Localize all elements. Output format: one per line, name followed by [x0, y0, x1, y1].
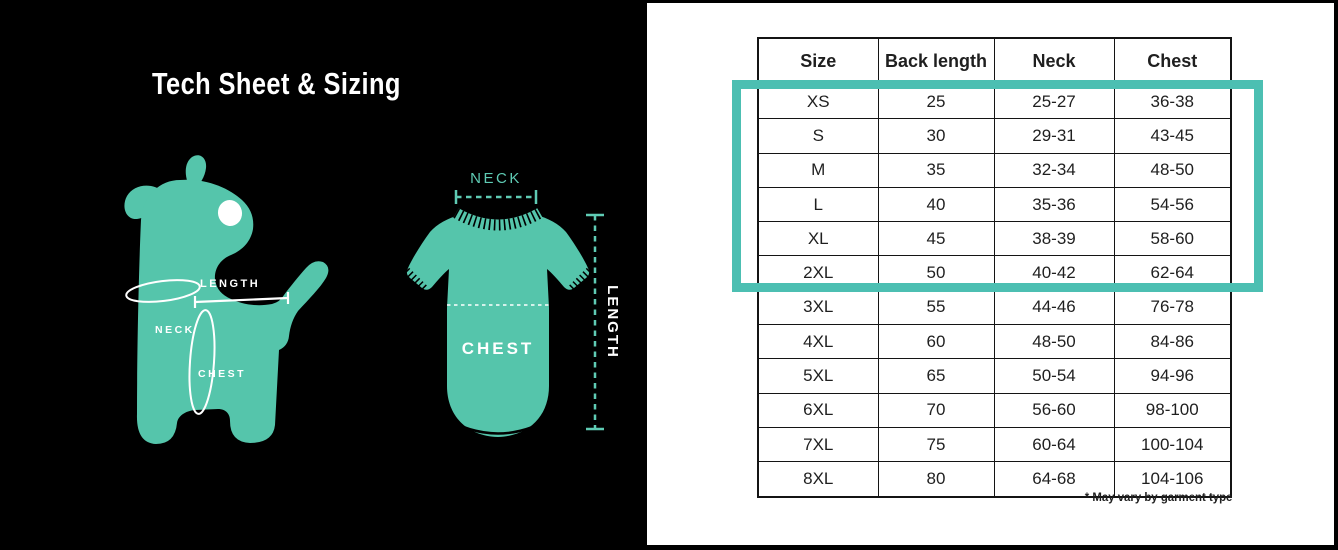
dog-neck-label: NECK	[155, 324, 195, 336]
table-cell: 94-96	[1113, 358, 1232, 394]
column-header-size: Size	[757, 37, 879, 85]
table-cell: 48-50	[993, 324, 1115, 360]
table-cell: 58-60	[1113, 221, 1232, 257]
table-cell: XL	[757, 221, 879, 257]
table-cell: 40	[877, 186, 995, 223]
table-cell: 60	[877, 324, 995, 360]
shirt-hem-line	[440, 414, 556, 435]
left-panel: Tech Sheet & Sizing LENGTH NECK CHEST	[0, 0, 647, 550]
page-title: Tech Sheet & Sizing	[152, 66, 401, 101]
table-cell: 104-106	[1113, 461, 1232, 498]
size-table-header: Size Back length Neck Chest	[757, 37, 1232, 85]
table-cell: 44-46	[993, 289, 1115, 326]
shirt-length-measure-line	[586, 213, 604, 431]
shirt-collar-ribbing-icon	[453, 208, 543, 231]
table-cell: 50	[877, 255, 995, 291]
dog-length-label: LENGTH	[200, 278, 260, 290]
table-cell: XS	[757, 83, 879, 120]
table-header-row: Size Back length Neck Chest	[757, 37, 1232, 85]
table-cell: 35	[877, 152, 995, 188]
shirt-neck-measure-line	[454, 190, 538, 204]
footnote: * May vary by garment type	[1084, 490, 1232, 504]
table-cell: 75	[877, 426, 995, 463]
shirt-length-label: LENGTH	[604, 285, 621, 359]
table-cell: 48-50	[1113, 152, 1232, 188]
dog-chest-measure-ellipse	[188, 309, 216, 415]
table-cell: 45	[877, 221, 995, 257]
table-cell: 55	[877, 289, 995, 326]
table-cell: L	[757, 186, 879, 223]
table-cell: M	[757, 152, 879, 188]
shirt-neck-label: NECK	[470, 170, 522, 187]
table-cell: 64-68	[993, 461, 1115, 498]
table-cell: 32-34	[993, 152, 1115, 188]
table-cell: 7XL	[757, 426, 879, 463]
table-cell: 70	[877, 392, 995, 428]
table-cell: 98-100	[1113, 392, 1232, 428]
table-cell: 43-45	[1113, 118, 1232, 154]
column-header-back-length: Back length	[877, 37, 995, 85]
table-cell: 29-31	[993, 118, 1115, 154]
dog-body-icon	[136, 179, 329, 444]
table-cell: 65	[877, 358, 995, 394]
shirt-chest-label: CHEST	[462, 339, 535, 358]
table-cell: 60-64	[993, 426, 1115, 463]
dog-neck-measure-ellipse	[125, 279, 201, 303]
table-cell: 38-39	[993, 221, 1115, 257]
table-cell: 5XL	[757, 358, 879, 394]
table-cell: 40-42	[993, 255, 1115, 291]
table-cell: 62-64	[1113, 255, 1232, 291]
dog-eye-icon	[217, 200, 243, 226]
shirt-measurement-illustration: NECK CHEST LENGTH	[403, 170, 621, 437]
table-cell: 100-104	[1113, 426, 1232, 463]
table-cell: 54-56	[1113, 186, 1232, 223]
dog-chest-label: CHEST	[198, 368, 246, 380]
table-cell: 50-54	[993, 358, 1115, 394]
dog-length-measure-line	[193, 292, 290, 308]
table-cell: 35-36	[993, 186, 1115, 223]
table-cell: 56-60	[993, 392, 1115, 428]
table-cell: 6XL	[757, 392, 879, 428]
table-cell: 84-86	[1113, 324, 1232, 360]
table-cell: 25	[877, 83, 995, 120]
dog-measurement-illustration: LENGTH NECK CHEST	[124, 155, 329, 444]
shirt-body-icon	[406, 215, 590, 437]
table-cell: 8XL	[757, 461, 879, 498]
table-cell: S	[757, 118, 879, 154]
table-cell: 2XL	[757, 255, 879, 291]
column-header-chest: Chest	[1113, 37, 1232, 85]
table-cell: 30	[877, 118, 995, 154]
table-cell: 3XL	[757, 289, 879, 326]
table-cell: 25-27	[993, 83, 1115, 120]
table-cell: 4XL	[757, 324, 879, 360]
table-cell: 80	[877, 461, 995, 498]
column-header-neck: Neck	[993, 37, 1115, 85]
table-cell: 76-78	[1113, 289, 1232, 326]
table-cell: 36-38	[1113, 83, 1232, 120]
